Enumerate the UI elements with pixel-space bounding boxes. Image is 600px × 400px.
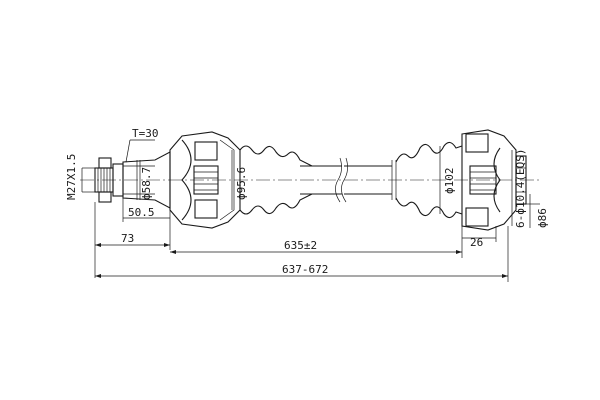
dim-thickness: T=30 [125,127,159,163]
dia-95-6-label: ϕ95.6 [235,167,248,200]
threaded-stub [94,157,124,203]
len-50-5-label: 50.5 [128,206,155,219]
main-shaft [300,157,397,203]
dim-73: 73 [94,202,171,278]
dim-50-5: 50.5 [122,198,171,222]
thickness-label: T=30 [132,127,159,140]
dia-58-7-label: ϕ58.7 [140,167,153,200]
len-635-label: 635±2 [284,239,317,252]
dim-bolt-holes: 6-ϕ10.4(EQS) [511,149,527,228]
inner-boot [395,141,463,219]
len-26-label: 26 [470,236,483,249]
bolt-holes-label: 6-ϕ10.4(EQS) [514,149,527,228]
dim-dia-86: ϕ86 [526,194,549,228]
dim-dia-102: ϕ102 [439,146,456,214]
inner-cv-joint [461,129,527,231]
dia-102-label: ϕ102 [443,168,456,195]
dim-thread: M27X1.5 [65,154,95,200]
outer-boot [239,145,313,215]
len-637-672-label: 637-672 [282,263,328,276]
dim-dia-58-7: ϕ58.7 [136,160,153,200]
dia-86-label: ϕ86 [536,208,549,228]
dim-dia-95-6: ϕ95.6 [231,150,248,210]
len-73-label: 73 [121,232,134,245]
dim-26: 26 [462,226,497,249]
thread-label: M27X1.5 [65,154,78,200]
dim-637-672: 637-672 [95,226,509,282]
outer-cv-joint [169,131,241,229]
dim-635: 635±2 [170,226,463,258]
